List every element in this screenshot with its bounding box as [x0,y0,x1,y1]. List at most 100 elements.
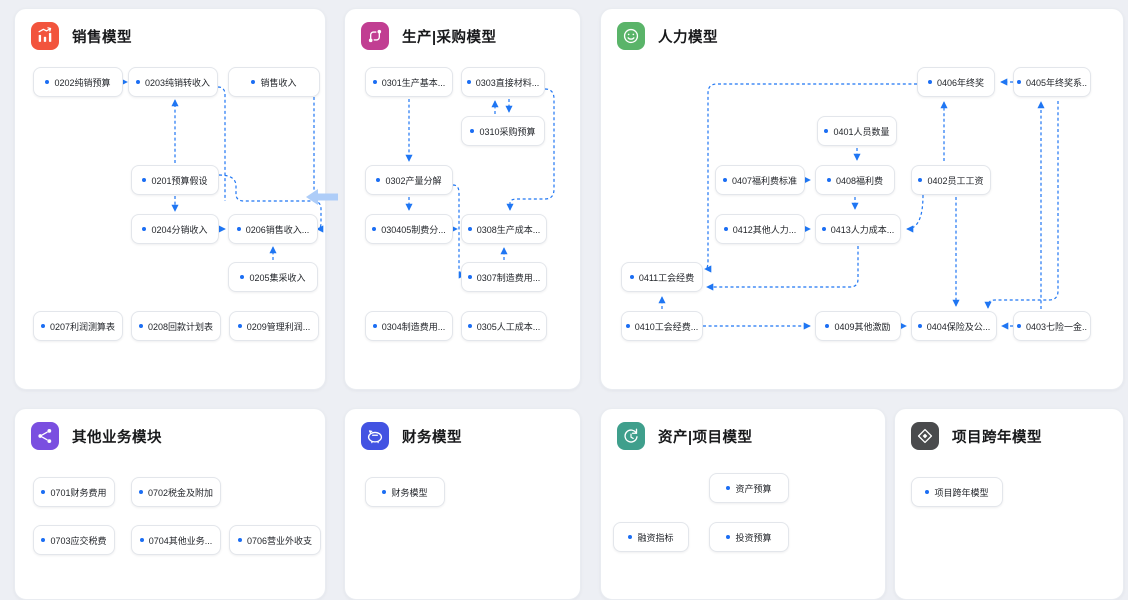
flow-node-0413[interactable]: 0413人力成本... [815,214,901,244]
node-status-dot [138,324,143,328]
node-label: 0404保险及公... [926,321,991,332]
flow-node-0702[interactable]: 0702税金及附加 [131,477,221,507]
flow-node-0304[interactable]: 0304制造费用... [365,311,453,341]
hr-model-icon [617,22,645,50]
node-label: 030405制费分... [381,224,446,235]
node-status-dot [927,80,932,84]
node-status-dot [628,535,633,539]
flow-node-0704[interactable]: 0704其他业务... [131,525,221,555]
panel-header-asset-project-model: 资产|项目模型 [617,422,753,450]
node-status-dot [41,538,46,542]
node-label: 0207利润测算表 [49,321,116,332]
flow-edges [405,88,555,279]
panel-header-production-procurement-model: 生产|采购模型 [361,22,497,50]
node-label: 财务模型 [391,487,428,498]
node-label: 0402员工工资 [927,175,984,186]
panel-header-project-cross-year-model: 项目跨年模型 [911,422,1042,450]
node-label: 0408福利费 [835,175,884,186]
panel-title: 资产|项目模型 [658,429,753,446]
flow-node-0703[interactable]: 0703应交税费 [33,525,115,555]
flow-edge [506,88,555,211]
flow-node-0401[interactable]: 0401人员数量 [817,116,897,146]
flow-node-0408[interactable]: 0408福利费 [815,165,895,195]
panel-title: 项目跨年模型 [952,429,1042,446]
flow-node-0407[interactable]: 0407福利费标准 [715,165,805,195]
flow-node-0406[interactable]: 0406年终奖 [917,67,995,97]
node-label: 0203纯销转收入 [144,77,211,88]
node-status-dot [237,538,242,542]
flow-node-0412[interactable]: 0412其他人力... [715,214,805,244]
node-label: 0413人力成本... [830,224,895,235]
node-status-dot [467,227,472,231]
flow-edge [984,101,1059,309]
flow-node-project-cross-year-node[interactable]: 项目跨年模型 [911,477,1003,507]
flow-node-0409[interactable]: 0409其他激励 [815,311,901,341]
flow-node-0204[interactable]: 0204分销收入 [131,214,219,244]
flow-node-0404[interactable]: 0404保险及公... [911,311,997,341]
node-status-dot [1017,324,1021,328]
flow-edge [704,83,917,273]
flow-node-0303[interactable]: 0303直接材料... [461,67,545,97]
node-status-dot [382,490,387,494]
flow-node-0305[interactable]: 0305人工成本... [461,311,547,341]
sales-model-icon [31,22,59,50]
flow-node-0410[interactable]: 0410工会经费... [621,311,703,341]
flow-node-0307[interactable]: 0307制造费用... [461,262,547,292]
flow-node-0208[interactable]: 0208回款计划表 [131,311,221,341]
model-overview-canvas: 销售模型 0202纯销预算 0203纯销转收入 销售收入 0201预算假设 0204分销收… [14,8,1124,600]
flow-node-0205[interactable]: 0205集采收入 [228,262,318,292]
flow-node-0706[interactable]: 0706营业外收支 [229,525,321,555]
flow-node-0201[interactable]: 0201预算假设 [131,165,219,195]
flow-edge [906,194,924,233]
flow-edge [706,246,859,291]
panel-title: 人力模型 [658,29,718,46]
panel-header-other-business-modules: 其他业务模块 [31,422,162,450]
flow-node-financing-indicators[interactable]: 融资指标 [613,522,689,552]
flow-node-0203[interactable]: 0203纯销转收入 [128,67,218,97]
node-label: 0403七险一金... [1026,321,1087,332]
panel-header-hr-model: 人力模型 [617,22,718,50]
node-status-dot [251,80,256,84]
flow-node-030405[interactable]: 030405制费分... [365,214,453,244]
flow-node-0403[interactable]: 0403七险一金... [1013,311,1091,341]
flow-node-0207[interactable]: 0207利润测算表 [33,311,123,341]
finance-model-icon [361,422,389,450]
flow-node-0302[interactable]: 0302产量分解 [365,165,453,195]
node-status-dot [376,178,381,182]
node-label: 项目跨年模型 [934,487,989,498]
node-label: 0205集采收入 [249,272,306,283]
panel-title: 销售模型 [72,29,132,46]
node-label: 0208回款计划表 [147,321,214,332]
node-status-dot [45,80,50,84]
node-status-dot [139,538,144,542]
flow-node-0402[interactable]: 0402员工工资 [911,165,991,195]
panel-other-business-modules: 其他业务模块 0701财务费用 0702税金及附加 0703应交税费 0704其他业务.… [14,408,326,600]
flow-node-0202[interactable]: 0202纯销预算 [33,67,123,97]
node-status-dot [240,275,245,279]
flow-node-sales-revenue[interactable]: 销售收入 [228,67,320,97]
flow-node-0301[interactable]: 0301生产基本... [365,67,453,97]
node-status-dot [726,486,731,490]
flow-node-0411[interactable]: 0411工会经费 [621,262,703,292]
node-label: 0310采购预算 [479,126,536,137]
flow-node-0206[interactable]: 0206销售收入... [228,214,318,244]
flow-node-0209[interactable]: 0209管理利润... [229,311,319,341]
flow-node-0405[interactable]: 0405年终奖系... [1013,67,1091,97]
flow-node-0701[interactable]: 0701财务费用 [33,477,115,507]
node-label: 0307制造费用... [476,272,541,283]
node-label: 0302产量分解 [385,175,442,186]
panel-production-procurement-model: 生产|采购模型 0301生产基本... 0303直接材料... 0310采购预算 030… [344,8,581,390]
flow-node-asset-budget[interactable]: 资产预算 [709,473,789,503]
flow-edges [120,78,324,260]
node-label: 0301生产基本... [381,77,446,88]
flow-node-finance-model-node[interactable]: 财务模型 [365,477,445,507]
flow-node-0308[interactable]: 0308生产成本... [461,214,547,244]
project-cross-year-model-icon [911,422,939,450]
other-business-modules-icon [31,422,59,450]
node-status-dot [824,129,829,133]
node-label: 0701财务费用 [50,487,107,498]
node-status-dot [925,490,930,494]
node-status-dot [467,324,472,328]
flow-node-investment-budget[interactable]: 投资预算 [709,522,789,552]
flow-node-0310[interactable]: 0310采购预算 [461,116,545,146]
